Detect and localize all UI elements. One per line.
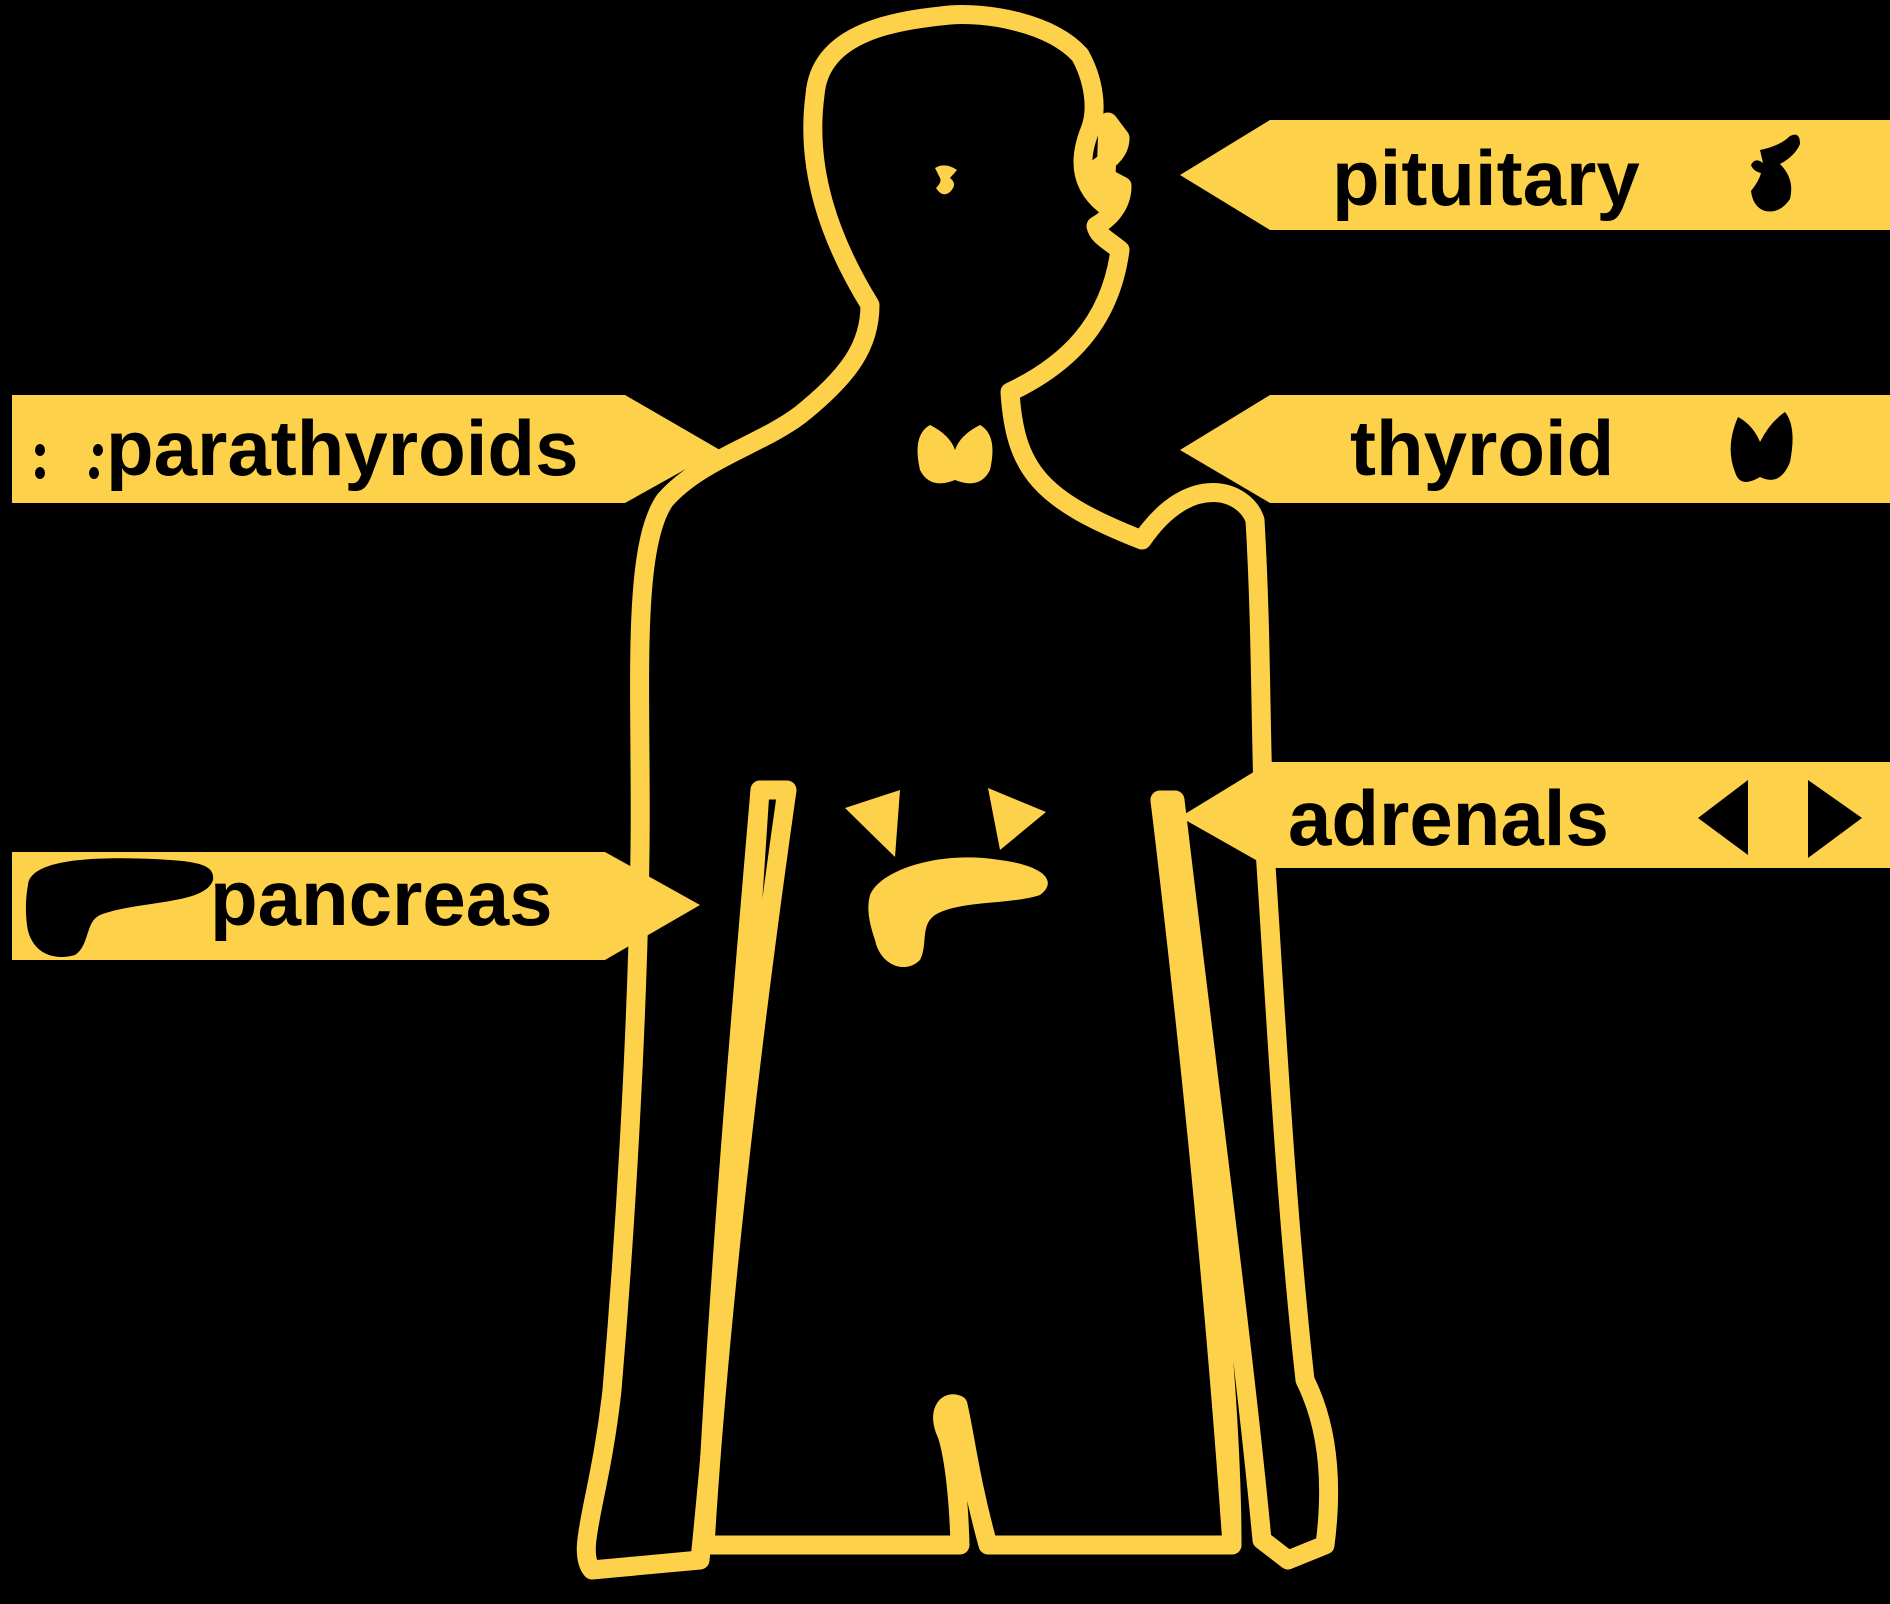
thyroid-label: thyroid [1350, 404, 1614, 492]
parathyroid-dot-2 [35, 467, 45, 479]
adrenals-label: adrenals [1288, 774, 1609, 862]
parathyroids-label: parathyroids [106, 404, 578, 492]
label-adrenals: adrenals [1180, 762, 1890, 868]
label-thyroid: thyroid [1180, 395, 1890, 503]
label-parathyroids: parathyroids [12, 395, 720, 503]
label-pituitary: pituitary [1180, 120, 1890, 230]
parathyroid-dot-4 [89, 467, 99, 479]
pituitary-label: pituitary [1332, 134, 1640, 222]
label-pancreas: pancreas [12, 852, 700, 960]
parathyroid-dot-1 [35, 444, 45, 456]
pancreas-label: pancreas [210, 854, 553, 942]
parathyroid-dot-3 [93, 444, 103, 456]
